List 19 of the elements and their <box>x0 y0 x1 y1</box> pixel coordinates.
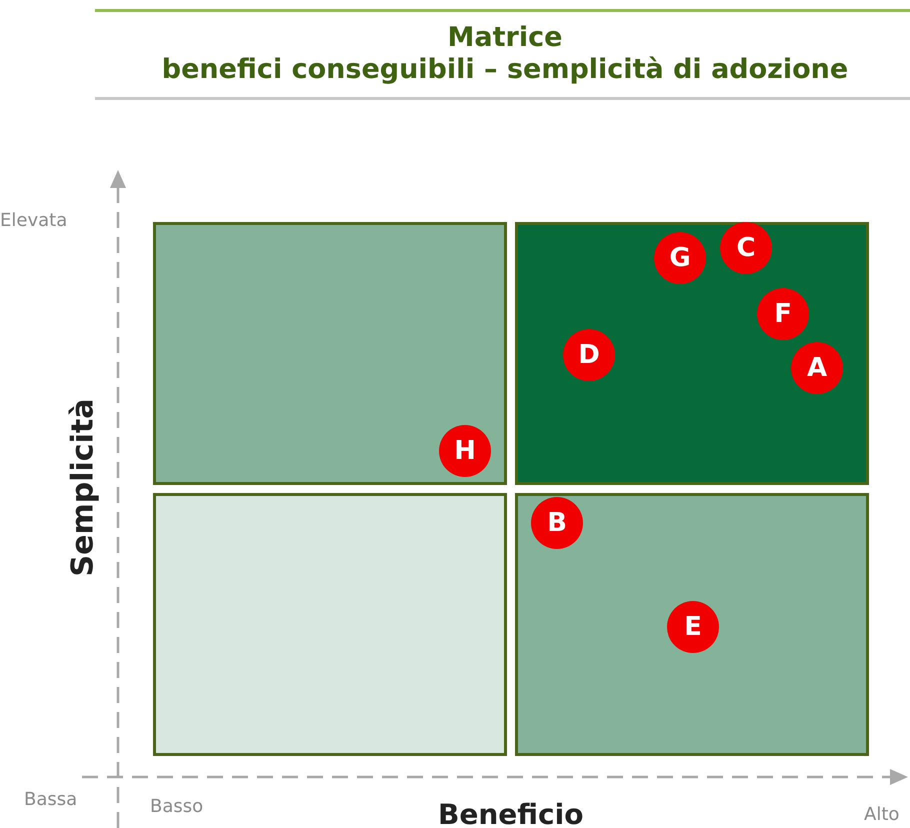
axis-label: Alto <box>864 804 900 825</box>
marker-circle: G <box>654 232 706 284</box>
title: Matrice benefici conseguibili – semplicità di adozione <box>160 22 850 86</box>
marker-circle: A <box>791 342 843 394</box>
marker-circle: H <box>439 425 491 477</box>
quadrant-box <box>153 493 507 756</box>
quadrant-box <box>153 222 507 485</box>
marker-circle: D <box>563 329 615 381</box>
axis-label: Basso <box>150 796 204 817</box>
axis-label: Elevata <box>0 210 68 231</box>
axis-title: Semplicità <box>66 398 100 578</box>
axis-title: Beneficio <box>438 798 584 828</box>
marker-circle: C <box>720 222 772 274</box>
axis-label: Bassa <box>24 789 78 810</box>
quadrant-box <box>515 493 869 756</box>
marker-circle: F <box>757 288 809 340</box>
quadrant-box <box>515 222 869 485</box>
marker-circle: E <box>667 601 719 653</box>
marker-circle: B <box>531 497 583 549</box>
